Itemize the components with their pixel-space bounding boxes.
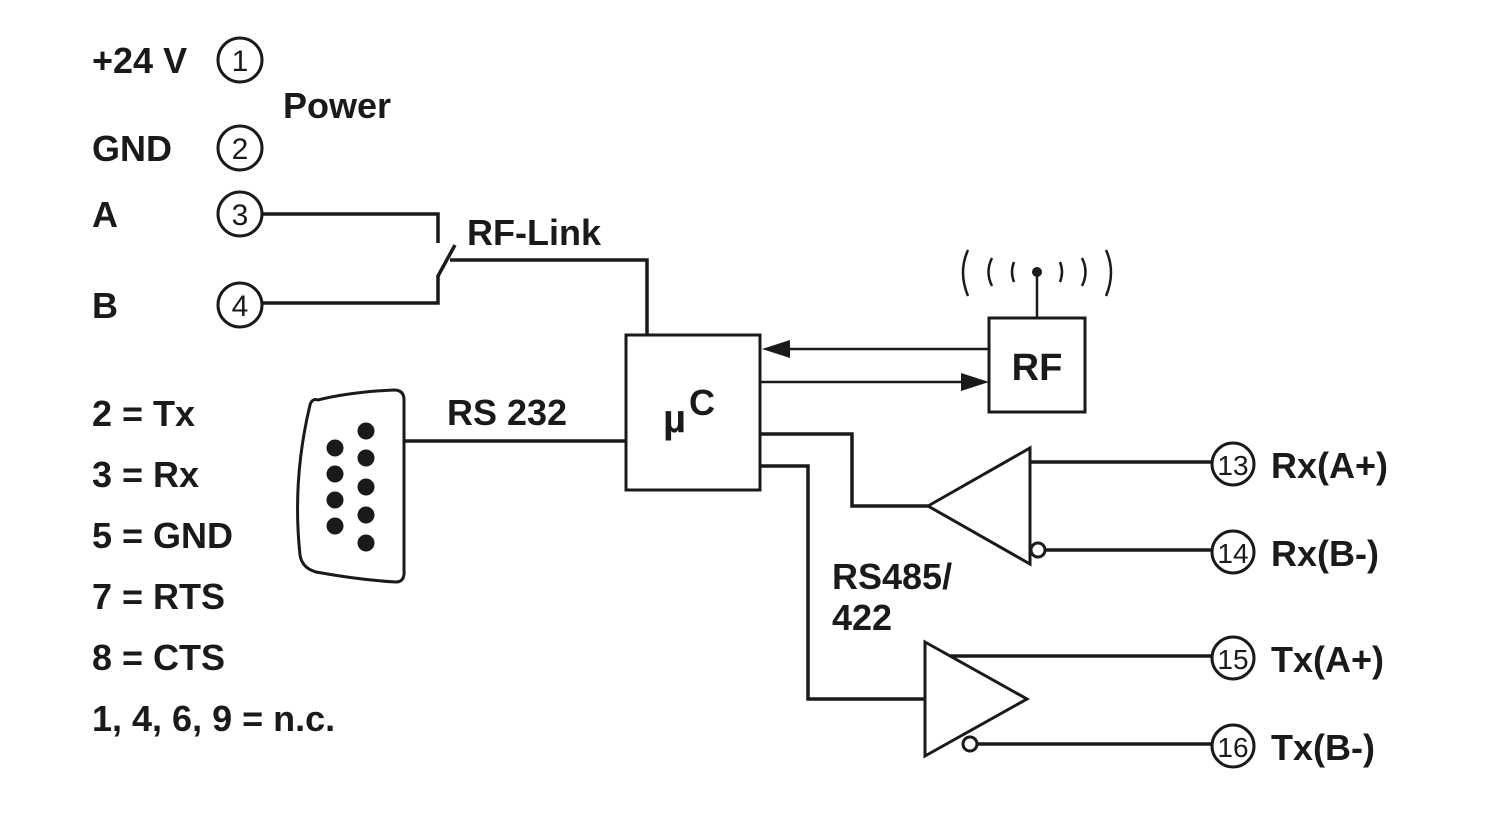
terminal-4 bbox=[216, 281, 264, 329]
terminal-14-number: 14 bbox=[1217, 538, 1248, 569]
receiver-inverter-bubble bbox=[1029, 541, 1047, 559]
terminal-15-label: Tx(A+) bbox=[1271, 639, 1384, 680]
terminal-4-number: 4 bbox=[232, 290, 249, 323]
rs485-label-line1: RS485/ bbox=[832, 556, 952, 597]
dsub-pin bbox=[357, 534, 375, 552]
rf-box bbox=[987, 316, 1087, 414]
wire-mcu-to-transmitter bbox=[760, 464, 925, 701]
pinout-line-5: 8 = CTS bbox=[92, 637, 225, 678]
terminal-15-number: 15 bbox=[1217, 644, 1248, 675]
terminal-1 bbox=[216, 36, 264, 84]
rf-link-switch bbox=[436, 244, 457, 277]
terminal-16-label: Tx(B-) bbox=[1271, 727, 1375, 768]
terminal-3-number: 3 bbox=[232, 199, 249, 232]
terminal-13-label: Rx(A+) bbox=[1271, 445, 1388, 486]
dsub-pin bbox=[357, 449, 375, 467]
pin-1-label: +24 V bbox=[92, 40, 187, 81]
terminal-16-number: 16 bbox=[1217, 732, 1248, 763]
transmitter-inverter-bubble bbox=[961, 735, 979, 753]
power-label: Power bbox=[283, 85, 391, 126]
mcu-mu: µ bbox=[663, 397, 686, 441]
antenna-waves-icon bbox=[961, 249, 1113, 297]
mcu-c: C bbox=[689, 382, 715, 423]
terminal-2-number: 2 bbox=[232, 133, 249, 166]
dsub-pin bbox=[357, 478, 375, 496]
rf-link-label: RF-Link bbox=[467, 212, 602, 253]
rs485-label-line2: 422 bbox=[832, 597, 892, 638]
terminal-15 bbox=[1210, 635, 1256, 681]
dsub-pin bbox=[326, 439, 344, 457]
receiver-amplifier bbox=[924, 445, 1032, 567]
terminal-16 bbox=[1210, 723, 1256, 769]
terminal-13 bbox=[1210, 441, 1256, 487]
terminal-13-number: 13 bbox=[1217, 450, 1248, 481]
pinout-line-3: 5 = GND bbox=[92, 515, 233, 556]
dsub-pin bbox=[357, 506, 375, 524]
dsub-pin bbox=[357, 422, 375, 440]
wire-rf-link-to-mcu bbox=[450, 258, 649, 335]
pinout-line-1: 2 = Tx bbox=[92, 393, 195, 434]
pinout-line-4: 7 = RTS bbox=[92, 576, 225, 617]
dsub-connector bbox=[296, 388, 406, 584]
mcu-box bbox=[624, 333, 762, 492]
dsub-pins bbox=[326, 422, 375, 552]
arrow-head-right bbox=[961, 373, 989, 391]
wire-mcu-to-receiver bbox=[760, 432, 928, 508]
rs232-label: RS 232 bbox=[447, 392, 567, 433]
arrow-head-left bbox=[762, 340, 790, 358]
pinout-line-2: 3 = Rx bbox=[92, 454, 199, 495]
dsub-pin bbox=[326, 465, 344, 483]
pinout-line-6: 1, 4, 6, 9 = n.c. bbox=[92, 698, 335, 739]
terminal-14 bbox=[1210, 529, 1256, 575]
terminal-1-number: 1 bbox=[232, 45, 249, 78]
transmitter-amplifier bbox=[923, 639, 1031, 759]
dsub-pin bbox=[326, 517, 344, 535]
rf-label: RF bbox=[1012, 347, 1063, 389]
dsub-pin bbox=[326, 491, 344, 509]
wire-terminal-3 bbox=[262, 212, 440, 243]
pin-4-label: B bbox=[92, 285, 118, 326]
antenna-tip bbox=[1032, 267, 1042, 277]
terminal-2 bbox=[216, 124, 264, 172]
wire-terminal-4 bbox=[262, 275, 440, 305]
terminal-14-label: Rx(B-) bbox=[1271, 533, 1379, 574]
pin-3-label: A bbox=[92, 194, 118, 235]
pin-2-label: GND bbox=[92, 128, 172, 169]
